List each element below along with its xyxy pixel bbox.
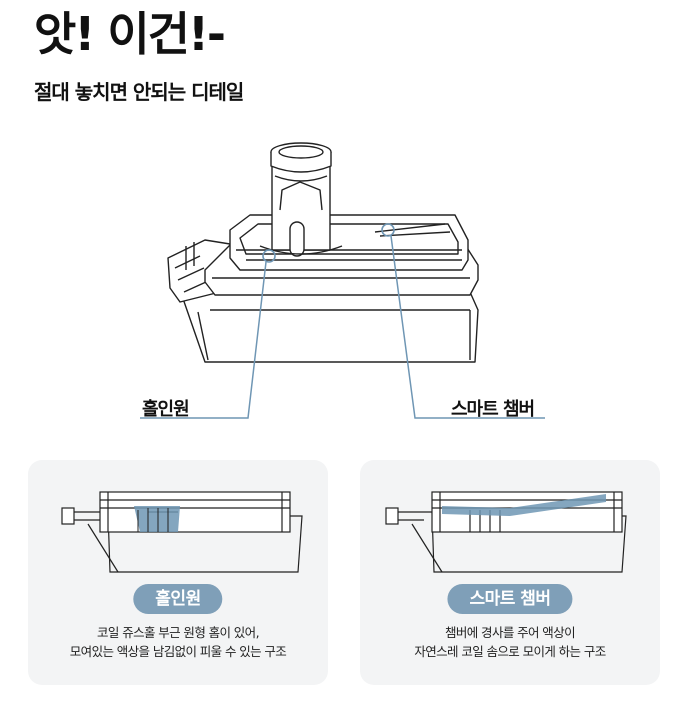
cartridge-drawing — [140, 142, 545, 419]
description-line: 챔버에 경사를 주어 액상이 — [444, 625, 576, 640]
hole-in-one-diagram — [61, 491, 303, 573]
chamber-marker — [381, 223, 395, 237]
hole-in-one-card: 홀인원 코일 쥬스홀 부근 원형 홈이 있어, 모여있는 액상을 남김없이 피울… — [28, 460, 328, 685]
page-title: 앗! 이건!- — [34, 7, 226, 61]
hole-marker — [262, 249, 276, 263]
smart-chamber-highlight — [442, 494, 606, 516]
chamber-leader-line — [390, 235, 545, 419]
hole-in-one-pill: 홀인원 — [133, 584, 223, 614]
hole-in-one-description: 코일 쥬스홀 부근 원형 홈이 있어, 모여있는 액상을 남김없이 피울 수 있… — [28, 623, 328, 661]
product-illustration — [0, 120, 689, 440]
description-line: 모여있는 액상을 남김없이 피울 수 있는 구조 — [69, 644, 287, 659]
hole-in-one-label: 홀인원 — [142, 399, 190, 420]
page-subtitle: 절대 놓치면 안되는 디테일 — [34, 80, 244, 104]
cartridge-body — [179, 289, 479, 363]
smart-chamber-pill: 스마트 챔버 — [447, 584, 573, 614]
smart-chamber-card: 스마트 챔버 챔버에 경사를 주어 액상이 자연스레 코일 솜으로 모이게 하는… — [360, 460, 660, 685]
smart-chamber-label: 스마트 챔버 — [451, 399, 535, 420]
description-line: 자연스레 코일 솜으로 모이게 하는 구조 — [414, 644, 606, 659]
hole-in-one-highlight — [134, 506, 180, 532]
smart-chamber-description: 챔버에 경사를 주어 액상이 자연스레 코일 솜으로 모이게 하는 구조 — [360, 623, 660, 661]
description-line: 코일 쥬스홀 부근 원형 홈이 있어, — [97, 625, 260, 640]
smart-chamber-diagram — [385, 491, 627, 573]
hole-leader-line — [140, 261, 267, 419]
